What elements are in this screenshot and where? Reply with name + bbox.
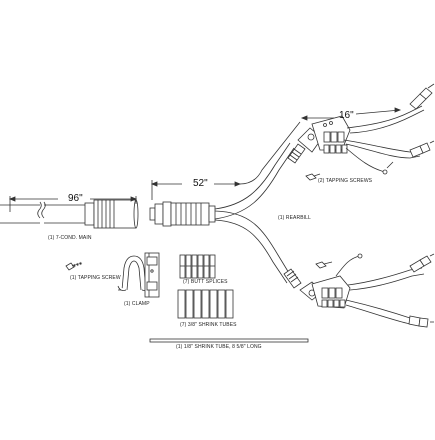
lower-terminal-block (311, 255, 425, 325)
upper-tapping-screws (305, 173, 321, 181)
branch-cables (214, 142, 295, 284)
shrink-tubes-label: (7) 3/8" SHRINK TUBES (180, 322, 237, 328)
tapping-screw-label: (1) TAPPING SCREW (70, 275, 121, 281)
upper-right-plugs (382, 83, 435, 175)
dimension-52 (150, 121, 301, 200)
shrink-tubes (177, 289, 234, 319)
center-length-dimension: 52" (193, 178, 208, 189)
main-cable (0, 199, 139, 229)
rearbill-bracket (144, 252, 160, 298)
dimension-16 (300, 107, 402, 121)
long-shrink-tube-label: (1) 1/8" SHRINK TUBE, 8 5/8" LONG (176, 344, 262, 350)
upper-terminal-block (311, 105, 425, 173)
lower-tapping-screw (315, 261, 333, 269)
lower-right-plugs (357, 253, 435, 328)
dimension-96 (8, 196, 138, 212)
single-tapping-screw (65, 261, 83, 271)
tapping-screws-label: (2) TAPPING SCREWS (318, 178, 373, 184)
clamp-label: (1) CLAMP (124, 301, 150, 307)
butt-splices-label: (7) BUTT SPLICES (183, 279, 228, 285)
main-cable-label: (1) 7-COND. MAIN (48, 235, 92, 241)
long-shrink-tube (149, 338, 309, 343)
rearbill-label: (1) REARBILL (278, 215, 311, 221)
branch-length-dimension: 16" (339, 110, 354, 121)
center-connector (149, 201, 216, 227)
main-length-dimension: 96" (68, 193, 83, 204)
butt-splices (179, 254, 216, 279)
